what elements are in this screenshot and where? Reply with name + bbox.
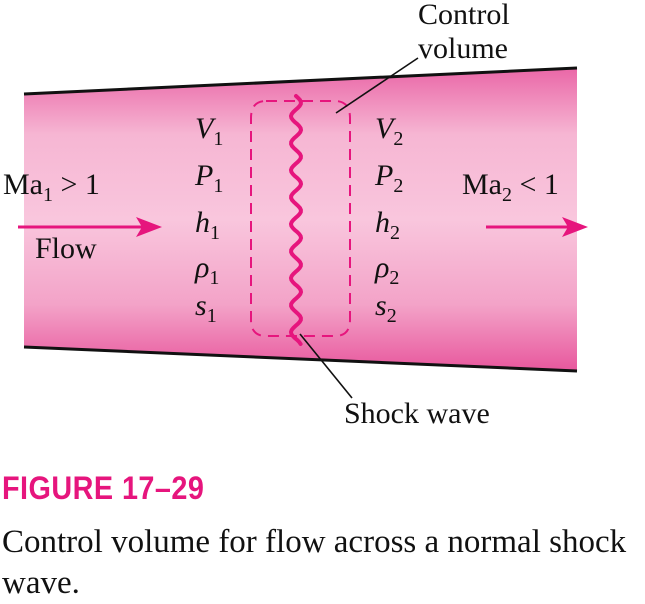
figure-number: FIGURE 17–29 [2, 470, 205, 506]
downstream-properties: V2 P2 h2 ρ2 s2 [374, 112, 403, 327]
downstream-mach-label: Ma2 < 1 [462, 168, 559, 206]
figure-caption: Control volume for flow across a normal … [2, 524, 627, 601]
downstream-flow-arrow [486, 217, 588, 237]
downstream-property: P2 [374, 159, 403, 197]
upstream-properties: V1 P1 h1 ρ1 s1 [194, 112, 223, 327]
control-volume-leader [335, 57, 419, 114]
upstream-property: V1 [195, 112, 223, 150]
shock-wave-label: Shock wave [344, 397, 490, 430]
upstream-property: ρ1 [194, 251, 219, 289]
upstream-property: s1 [195, 289, 217, 327]
downstream-property: h2 [375, 206, 400, 244]
shock-wave [288, 94, 304, 346]
upstream-property: P1 [194, 159, 223, 197]
downstream-property: V2 [375, 112, 403, 150]
upstream-property: h1 [195, 206, 220, 244]
control-volume-label: Control volume [418, 0, 517, 65]
upstream-flow-arrow [18, 217, 162, 237]
duct-bottom-wall [23, 345, 578, 373]
downstream-property: s2 [375, 289, 397, 327]
flow-label: Flow [35, 232, 97, 265]
upstream-mach-label: Ma1 > 1 [3, 168, 100, 206]
shock-wave-leader [299, 333, 353, 399]
downstream-property: ρ2 [374, 251, 399, 289]
duct-body [24, 68, 577, 371]
duct-top-wall [23, 66, 578, 96]
